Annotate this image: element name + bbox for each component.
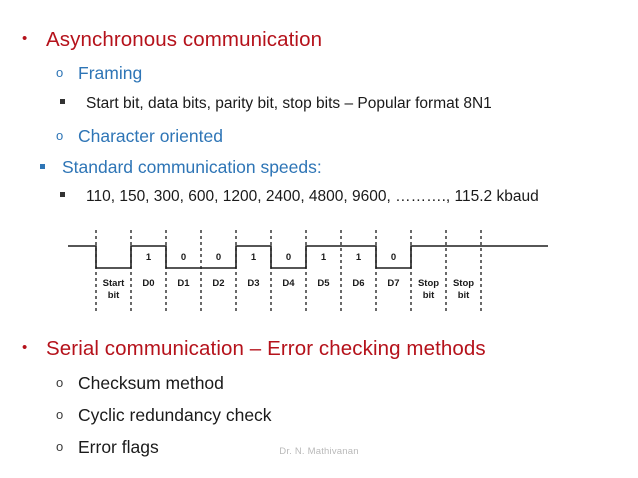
bit-value-d6: 1 xyxy=(356,252,362,263)
bit-value-d4: 0 xyxy=(286,252,291,263)
bullet-text: Cyclic redundancy check xyxy=(78,405,272,425)
bullet-asynchronous-communication: • Asynchronous communication xyxy=(22,28,322,52)
bit-value-d0: 1 xyxy=(146,252,152,263)
bit-value-d5: 1 xyxy=(321,252,327,263)
cell-label-d0: D0 xyxy=(142,278,154,289)
bullet-text: 110, 150, 300, 600, 1200, 2400, 4800, 96… xyxy=(86,188,539,205)
bit-value-d7: 0 xyxy=(391,252,396,263)
bullet-marker-square-icon xyxy=(60,91,86,109)
cell-label-d4: D4 xyxy=(282,278,295,289)
cell-label-start-bit-line2: bit xyxy=(108,290,120,301)
bullet-framing: o Framing xyxy=(56,63,142,84)
uart-frame-waveform-diagram: 1 0 0 1 0 1 1 0 Start bit D0 D1 D2 D3 D4… xyxy=(68,228,558,314)
waveform-signal-trace xyxy=(68,245,548,269)
bullet-text: Error flags xyxy=(78,437,159,457)
waveform-cell-labels: Start bit D0 D1 D2 D3 D4 D5 D6 D7 Stop b… xyxy=(103,278,475,301)
bullet-checksum-method: o Checksum method xyxy=(56,373,224,394)
cell-label-d1: D1 xyxy=(177,278,190,289)
bullet-start-bit-format: Start bit, data bits, parity bit, stop b… xyxy=(60,95,492,113)
bullet-cyclic-redundancy-check: o Cyclic redundancy check xyxy=(56,405,272,426)
cell-label-d6: D6 xyxy=(352,278,364,289)
bullet-text: Asynchronous communication xyxy=(46,28,323,51)
waveform-gridlines xyxy=(95,230,482,312)
bullet-serial-communication-error-checking: • Serial communication – Error checking … xyxy=(22,337,486,361)
bullet-marker-circle-icon: o xyxy=(56,65,64,80)
bullet-standard-communication-speeds: Standard communication speeds: xyxy=(40,157,322,178)
slide-footer-author: Dr. N. Mathivanan xyxy=(279,446,359,457)
bullet-marker-dot-icon: • xyxy=(22,339,28,356)
bullet-text: Standard communication speeds: xyxy=(62,157,322,177)
bullet-marker-square-icon xyxy=(40,153,62,174)
bullet-text: Serial communication – Error checking me… xyxy=(46,337,486,360)
cell-label-stop-bit-2-line2: bit xyxy=(458,290,470,301)
bit-value-d1: 0 xyxy=(181,252,186,263)
bullet-marker-circle-icon: o xyxy=(56,375,64,390)
bullet-text: Character oriented xyxy=(78,126,223,146)
bullet-marker-dot-icon: • xyxy=(22,30,28,47)
cell-label-stop-bit-1-line2: bit xyxy=(423,290,435,301)
bullet-marker-circle-icon: o xyxy=(56,439,64,454)
waveform-svg: 1 0 0 1 0 1 1 0 Start bit D0 D1 D2 D3 D4… xyxy=(68,230,548,312)
cell-label-d7: D7 xyxy=(387,278,399,289)
bullet-character-oriented: o Character oriented xyxy=(56,126,223,147)
waveform-bit-values: 1 0 0 1 0 1 1 0 xyxy=(146,252,396,263)
bullet-text: Start bit, data bits, parity bit, stop b… xyxy=(86,95,492,112)
bullet-error-flags: o Error flags xyxy=(56,437,159,458)
bullet-marker-circle-icon: o xyxy=(56,128,64,143)
cell-label-stop-bit-1-line1: Stop xyxy=(418,278,439,289)
cell-label-d2: D2 xyxy=(212,278,224,289)
bit-value-d3: 1 xyxy=(251,252,257,263)
cell-label-d5: D5 xyxy=(317,278,330,289)
cell-label-stop-bit-2-line1: Stop xyxy=(453,278,474,289)
cell-label-start-bit-line1: Start xyxy=(103,278,125,289)
bullet-baud-rate-list: 110, 150, 300, 600, 1200, 2400, 4800, 96… xyxy=(60,188,539,206)
bullet-marker-circle-icon: o xyxy=(56,407,64,422)
bullet-marker-square-icon xyxy=(60,184,86,202)
bullet-text: Framing xyxy=(78,63,143,83)
bit-value-d2: 0 xyxy=(216,252,221,263)
cell-label-d3: D3 xyxy=(247,278,259,289)
bullet-text: Checksum method xyxy=(78,373,224,393)
